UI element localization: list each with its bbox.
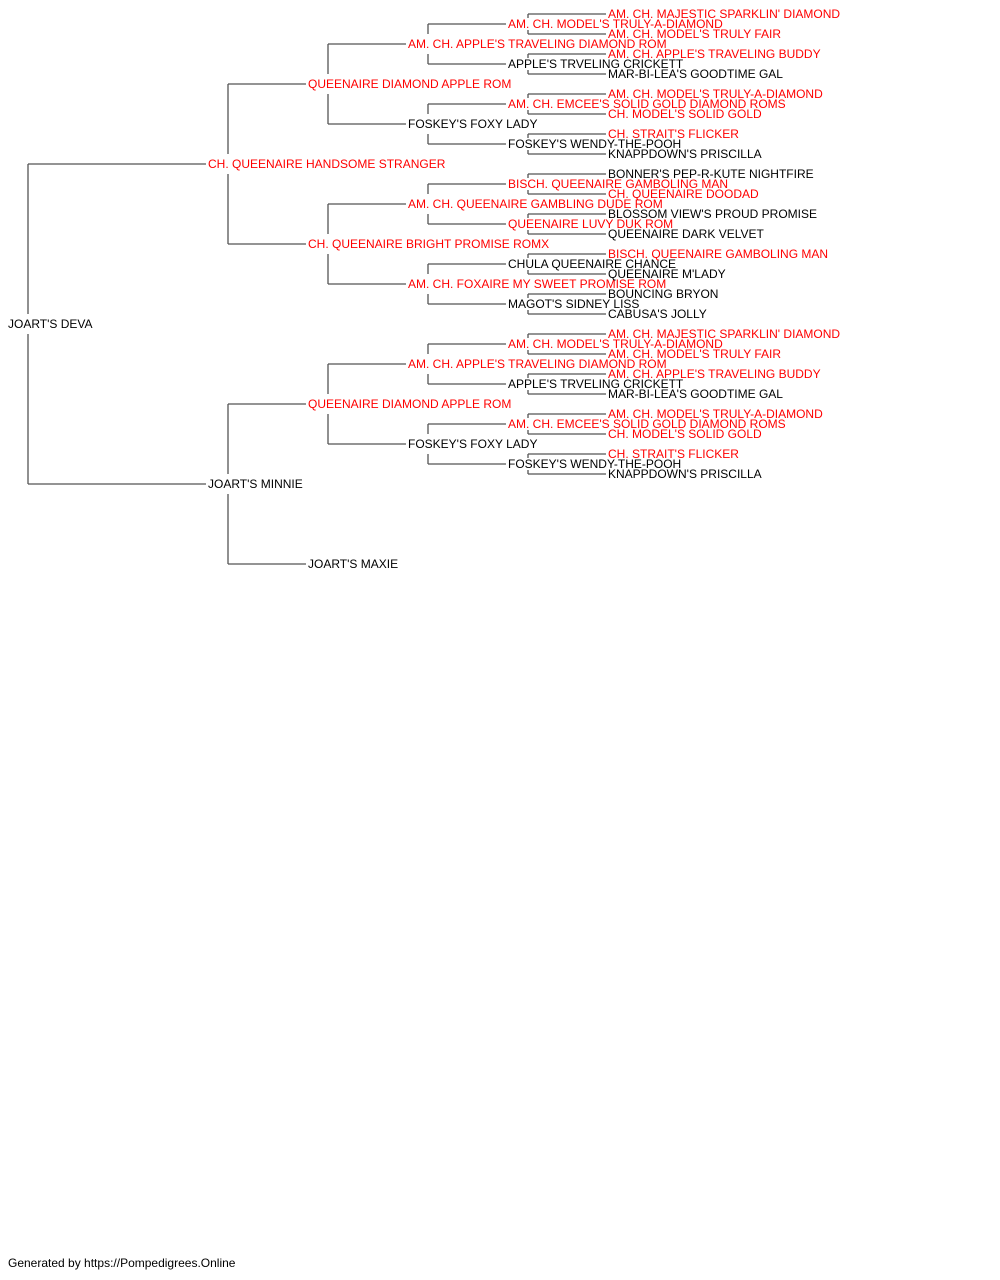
pedigree-name-gen3: FOSKEY'S FOXY LADY [408,117,537,131]
pedigree-name-gen4: AM. CH. MODEL'S TRULY-A-DIAMOND [508,17,723,31]
pedigree-name-gen5: CH. MODEL'S SOLID GOLD [608,427,762,441]
pedigree-name-gen4: MAGOT'S SIDNEY LISS [508,297,639,311]
pedigree-name-gen0: JOART'S DEVA [8,317,93,331]
pedigree-name-gen5: CH. QUEENAIRE DOODAD [608,187,759,201]
pedigree-name-gen3: AM. CH. FOXAIRE MY SWEET PROMISE ROM [408,277,666,291]
pedigree-name-gen4: APPLE'S TRVELING CRICKETT [508,377,684,391]
pedigree-name-gen3: FOSKEY'S FOXY LADY [408,437,537,451]
pedigree-name-gen5: QUEENAIRE M'LADY [608,267,726,281]
pedigree-name-gen3: AM. CH. APPLE'S TRAVELING DIAMOND ROM [408,357,667,371]
pedigree-name-gen4: FOSKEY'S WENDY-THE-POOH [508,137,681,151]
pedigree-name-gen5: CH. STRAIT'S FLICKER [608,127,739,141]
pedigree-name-gen3: AM. CH. QUEENAIRE GAMBLING DUDE ROM [408,197,663,211]
pedigree-name-gen5: AM. CH. MODEL'S TRULY FAIR [608,347,781,361]
pedigree-name-gen4: FOSKEY'S WENDY-THE-POOH [508,457,681,471]
pedigree-name-gen5: AM. CH. MODEL'S TRULY-A-DIAMOND [608,407,823,421]
pedigree-name-gen5: BLOSSOM VIEW'S PROUD PROMISE [608,207,817,221]
pedigree-name-gen2: QUEENAIRE DIAMOND APPLE ROM [308,77,511,91]
pedigree-name-gen5: AM. CH. MODEL'S TRULY-A-DIAMOND [608,87,823,101]
pedigree-name-gen5: CH. STRAIT'S FLICKER [608,447,739,461]
pedigree-name-gen5: BOUNCING BRYON [608,287,718,301]
pedigree-name-gen5: BISCH. QUEENAIRE GAMBOLING MAN [608,247,828,261]
footer-credit: Generated by https://Pompedigrees.Online [8,1256,236,1270]
pedigree-name-gen5: AM. CH. APPLE'S TRAVELING BUDDY [608,47,821,61]
pedigree-name-gen5: AM. CH. MAJESTIC SPARKLIN' DIAMOND [608,327,840,341]
pedigree-name-gen2: JOART'S MAXIE [308,557,398,571]
pedigree-name-gen5: BONNER'S PEP-R-KUTE NIGHTFIRE [608,167,814,181]
pedigree-name-gen4: APPLE'S TRVELING CRICKETT [508,57,684,71]
pedigree-name-gen5: KNAPPDOWN'S PRISCILLA [608,147,762,161]
pedigree-name-gen4: BISCH. QUEENAIRE GAMBOLING MAN [508,177,728,191]
pedigree-name-gen1: CH. QUEENAIRE HANDSOME STRANGER [208,157,446,171]
pedigree-name-gen5: CH. MODEL'S SOLID GOLD [608,107,762,121]
pedigree-name-gen5: MAR-BI-LEA'S GOODTIME GAL [608,67,783,81]
pedigree-name-gen5: CABUSA'S JOLLY [608,307,707,321]
pedigree-name-gen5: QUEENAIRE DARK VELVET [608,227,764,241]
pedigree-name-gen4: QUEENAIRE LUVY DUK ROM [508,217,673,231]
pedigree-name-gen5: AM. CH. APPLE'S TRAVELING BUDDY [608,367,821,381]
pedigree-name-gen3: AM. CH. APPLE'S TRAVELING DIAMOND ROM [408,37,667,51]
pedigree-name-gen5: AM. CH. MODEL'S TRULY FAIR [608,27,781,41]
pedigree-name-gen1: JOART'S MINNIE [208,477,303,491]
pedigree-name-gen4: CHULA QUEENAIRE CHANCE [508,257,676,271]
pedigree-name-gen4: AM. CH. EMCEE'S SOLID GOLD DIAMOND ROMS [508,97,786,111]
pedigree-name-gen5: MAR-BI-LEA'S GOODTIME GAL [608,387,783,401]
pedigree-name-gen4: AM. CH. EMCEE'S SOLID GOLD DIAMOND ROMS [508,417,786,431]
pedigree-name-gen5: KNAPPDOWN'S PRISCILLA [608,467,762,481]
pedigree-name-gen2: QUEENAIRE DIAMOND APPLE ROM [308,397,511,411]
pedigree-name-gen2: CH. QUEENAIRE BRIGHT PROMISE ROMX [308,237,549,251]
pedigree-name-gen5: AM. CH. MAJESTIC SPARKLIN' DIAMOND [608,7,840,21]
pedigree-name-gen4: AM. CH. MODEL'S TRULY-A-DIAMOND [508,337,723,351]
